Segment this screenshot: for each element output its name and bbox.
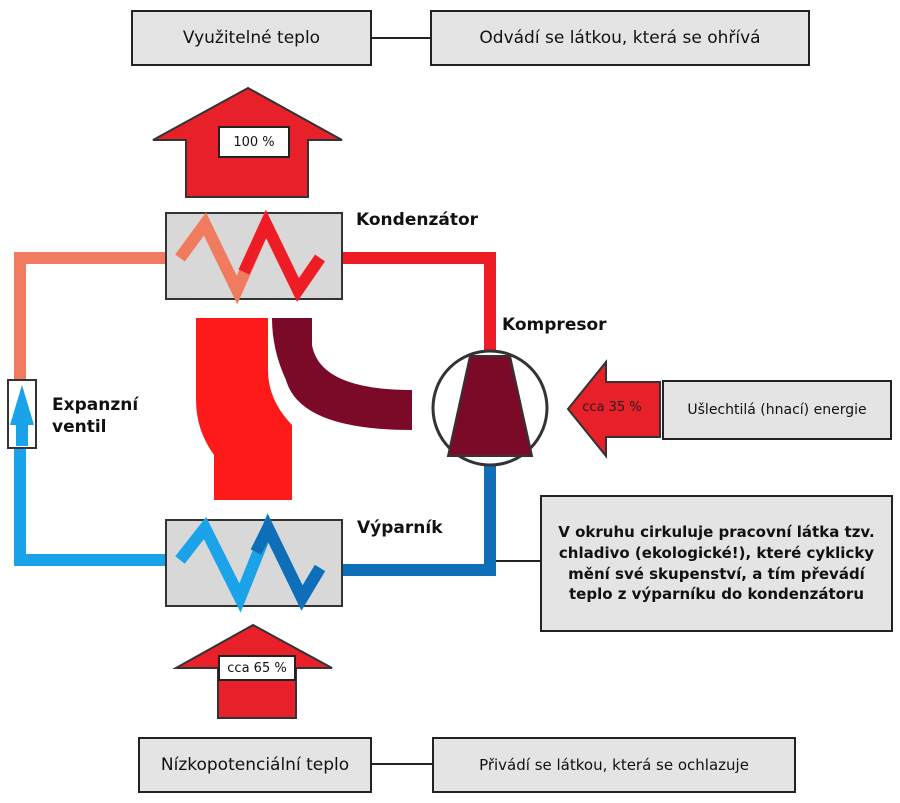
pipe-right-top	[320, 252, 496, 350]
pipe-left-bottom	[14, 445, 180, 566]
compressor-label: Kompresor	[502, 315, 607, 335]
pipe-left-top	[14, 252, 180, 400]
energy-in-arrow	[566, 359, 661, 459]
useful-heat-box: Využitelné teplo	[131, 10, 372, 66]
low-percentage: cca 65 %	[218, 655, 296, 681]
useful-heat-desc-box: Odvádí se látkou, která se ohřívá	[430, 10, 810, 66]
evaporator-coil-dark	[250, 514, 326, 611]
low-heat-box: Nízkopotenciální teplo	[138, 737, 372, 793]
valve-label-line2: ventil	[52, 417, 107, 437]
condenser-label: Kondenzátor	[356, 210, 479, 230]
evaporator-label: Výparník	[357, 518, 443, 538]
valve-arrow-stem	[16, 422, 28, 446]
noble-energy-box: Ušlechtilá (hnací) energie	[662, 380, 892, 440]
condenser-coil-hot	[238, 209, 325, 302]
circuit-desc-box: V okruhu cirkuluje pracovní látka tzv. c…	[540, 495, 893, 632]
work-flow-shape	[272, 318, 412, 430]
valve-label-line1: Expanzní	[52, 395, 139, 415]
pipe-right-bottom	[320, 466, 496, 576]
compressor-icon	[446, 355, 534, 457]
compressor-energy-percentage: cca 35 %	[582, 400, 642, 415]
useful-percentage: 100 %	[218, 126, 290, 158]
low-heat-desc-box: Přivádí se látkou, která se ochlazuje	[432, 737, 796, 793]
valve-arrow-icon	[10, 385, 34, 425]
heat-flow-shape	[196, 318, 292, 500]
